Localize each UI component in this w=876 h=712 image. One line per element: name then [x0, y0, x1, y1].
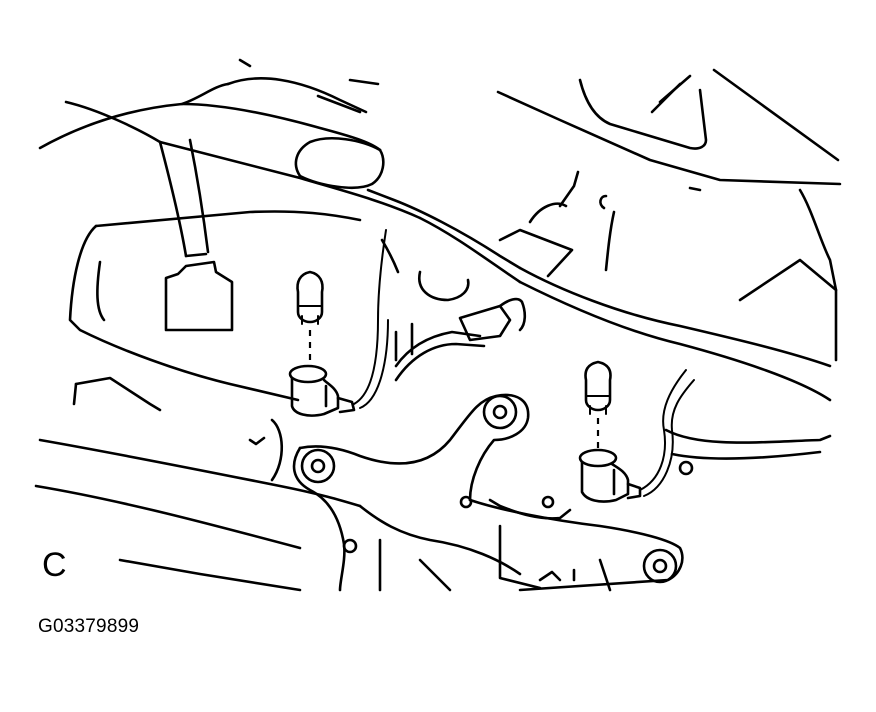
left-body-panel: [34, 210, 362, 592]
view-label: C: [42, 546, 67, 584]
right-lamp: [578, 360, 832, 503]
bolt-hole-icon: [678, 460, 694, 476]
bulb-icon: [296, 270, 324, 325]
bolt-hole-icon: [482, 394, 518, 430]
connector-icon: [158, 138, 234, 332]
upper-harness: [38, 58, 522, 284]
socket-icon: [578, 448, 642, 503]
connector-icon: [458, 304, 512, 342]
mounting-bracket: [292, 393, 694, 592]
figure-code: G03379899: [38, 616, 140, 637]
bolt-hole-icon: [300, 448, 336, 484]
bolt-hole-icon: [642, 548, 678, 584]
bulb-icon: [584, 360, 612, 415]
bolt-hole-icon: [342, 538, 358, 554]
center-harness: [380, 238, 527, 382]
bolt-hole-icon: [541, 495, 555, 509]
bolt-hole-icon: [459, 495, 473, 509]
socket-icon: [288, 364, 356, 417]
right-body-panel: [496, 68, 842, 402]
left-lamp: [288, 229, 389, 417]
